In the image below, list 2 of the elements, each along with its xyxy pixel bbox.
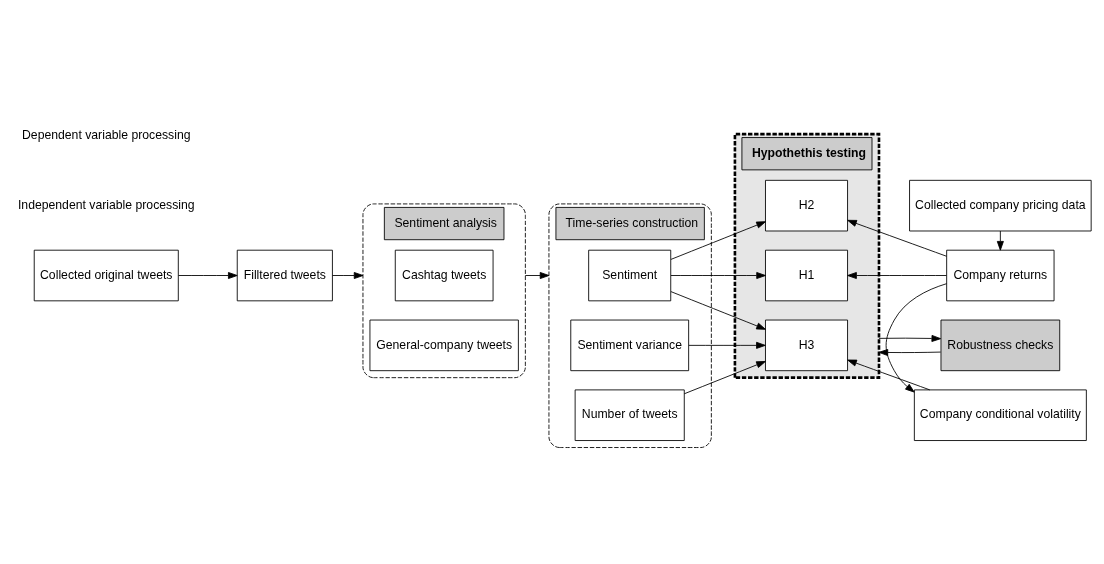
- label: Independent variable processing: [17, 197, 195, 212]
- label: Dependent variable processing: [22, 127, 191, 142]
